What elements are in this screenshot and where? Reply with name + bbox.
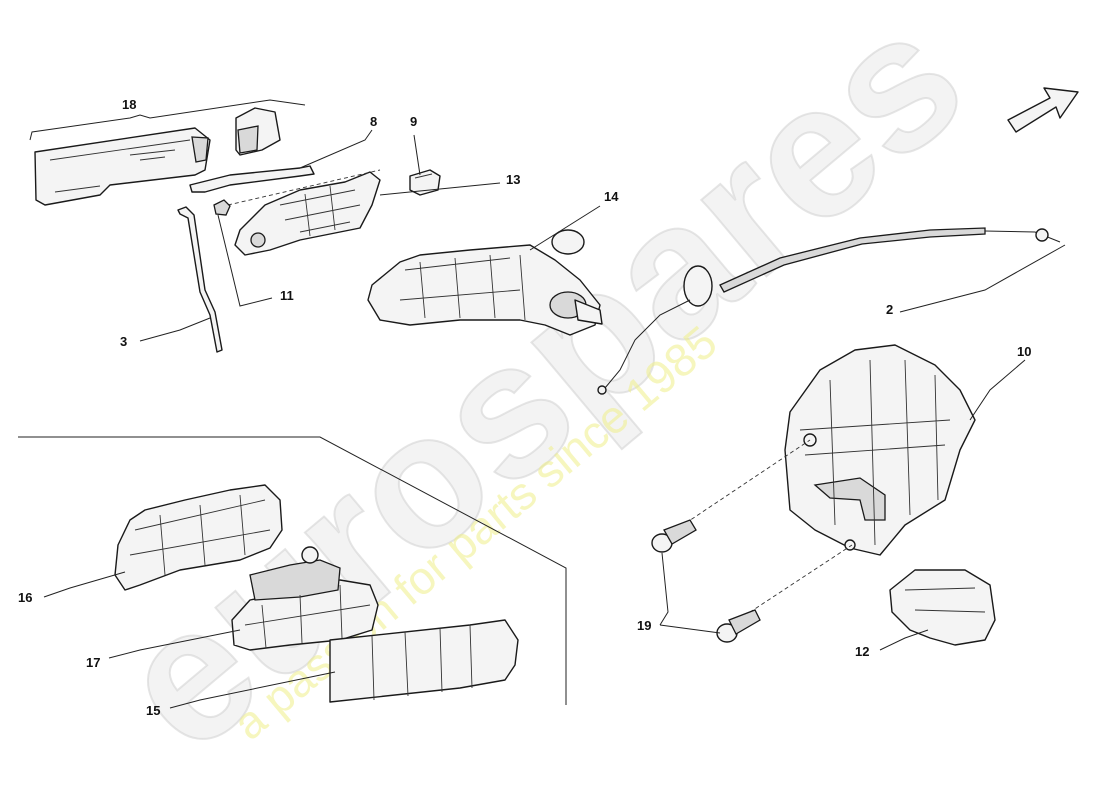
part-3-rod <box>177 206 223 353</box>
part-12-cover <box>889 569 996 646</box>
section-lines <box>18 99 567 705</box>
part-17-handle-mechanism <box>231 546 379 651</box>
callout-2: 2 <box>886 302 893 317</box>
callout-19: 19 <box>637 618 651 633</box>
part-14-lock-carrier <box>367 229 603 336</box>
callout-12: 12 <box>855 644 869 659</box>
part-16-handle-housing <box>114 484 283 591</box>
part-10-door-lock <box>784 344 976 556</box>
leader-lines <box>43 129 1066 709</box>
callout-17: 17 <box>86 655 100 670</box>
callout-16: 16 <box>18 590 32 605</box>
callout-8: 8 <box>370 114 377 129</box>
part-9-clip <box>409 169 441 196</box>
part-18-trim <box>34 107 281 206</box>
callout-14: 14 <box>604 189 619 204</box>
callout-3: 3 <box>120 334 127 349</box>
callout-15: 15 <box>146 703 160 718</box>
callout-11: 11 <box>280 288 294 303</box>
part-8-seal <box>189 165 315 193</box>
callout-9: 9 <box>410 114 417 129</box>
callout-18: 18 <box>122 97 136 112</box>
part-15-handle-cover <box>329 619 519 703</box>
part-13-handle-bracket <box>227 169 381 256</box>
callout-13: 13 <box>506 172 520 187</box>
callout-labels: 18 8 9 13 14 11 3 2 10 16 17 15 19 12 <box>18 97 1031 718</box>
callout-10: 10 <box>1017 344 1031 359</box>
direction-arrow-icon <box>1007 87 1079 133</box>
part-19-screws <box>651 439 853 643</box>
part-11-clip <box>213 199 231 216</box>
part-2-cable <box>597 227 1061 395</box>
